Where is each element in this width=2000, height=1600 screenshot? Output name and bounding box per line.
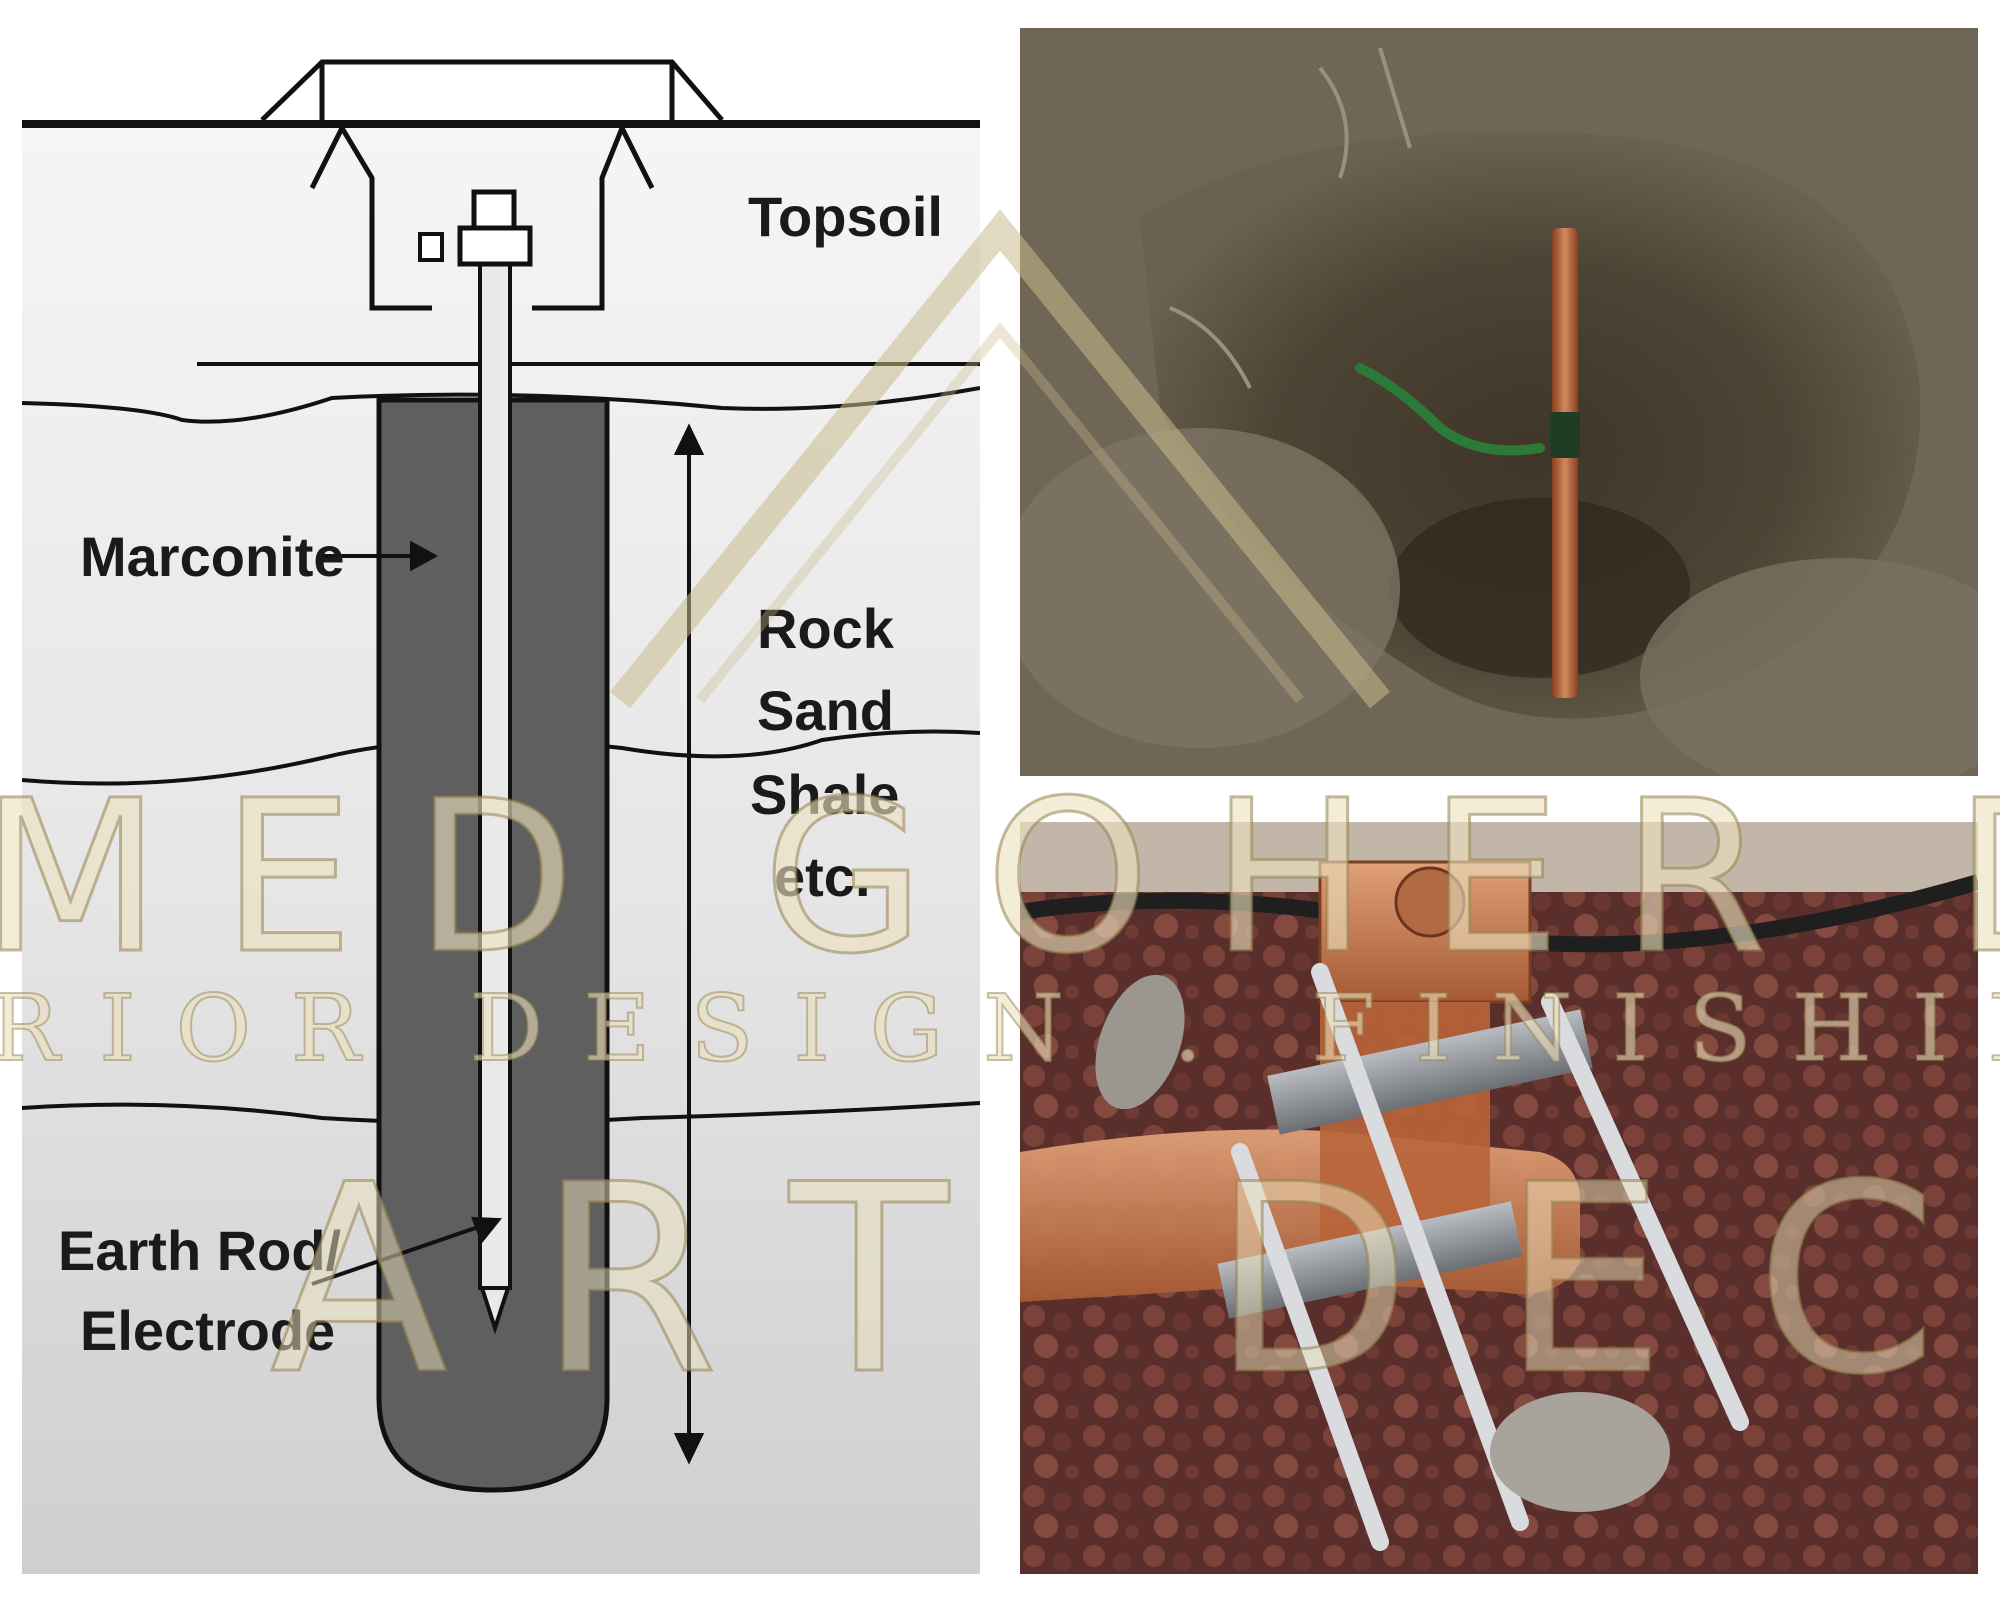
copper-rod (1552, 228, 1578, 698)
rod-pointer (311, 1216, 503, 1286)
rod-tip (479, 1286, 511, 1335)
inspection-pit (260, 59, 724, 311)
label-strata-2: Sand (757, 679, 894, 742)
steel-bar-upper (1267, 1009, 1593, 1135)
earth-rod (478, 256, 512, 1290)
label-strata-3: Shale (750, 763, 899, 826)
label-marconite: Marconite (80, 525, 345, 588)
marconite-pointer (318, 540, 439, 572)
threaded-studs (1231, 963, 1749, 1551)
earth-rod-pit-photo (1020, 28, 1978, 776)
label-rod-2: Electrode (80, 1299, 335, 1362)
label-rod-1: Earth Rod/ (58, 1219, 342, 1282)
label-topsoil: Topsoil (748, 185, 943, 248)
rod-clamp (457, 225, 533, 267)
label-strata-1: Rock (757, 597, 895, 660)
clamp-bolt (1394, 866, 1466, 938)
label-strata-4: etc. (774, 845, 871, 908)
earthing-diagram: Topsoil Marconite Rock Sand Shale etc. E… (22, 28, 980, 1574)
copper-tape-clamp-photo (1020, 822, 1978, 1574)
